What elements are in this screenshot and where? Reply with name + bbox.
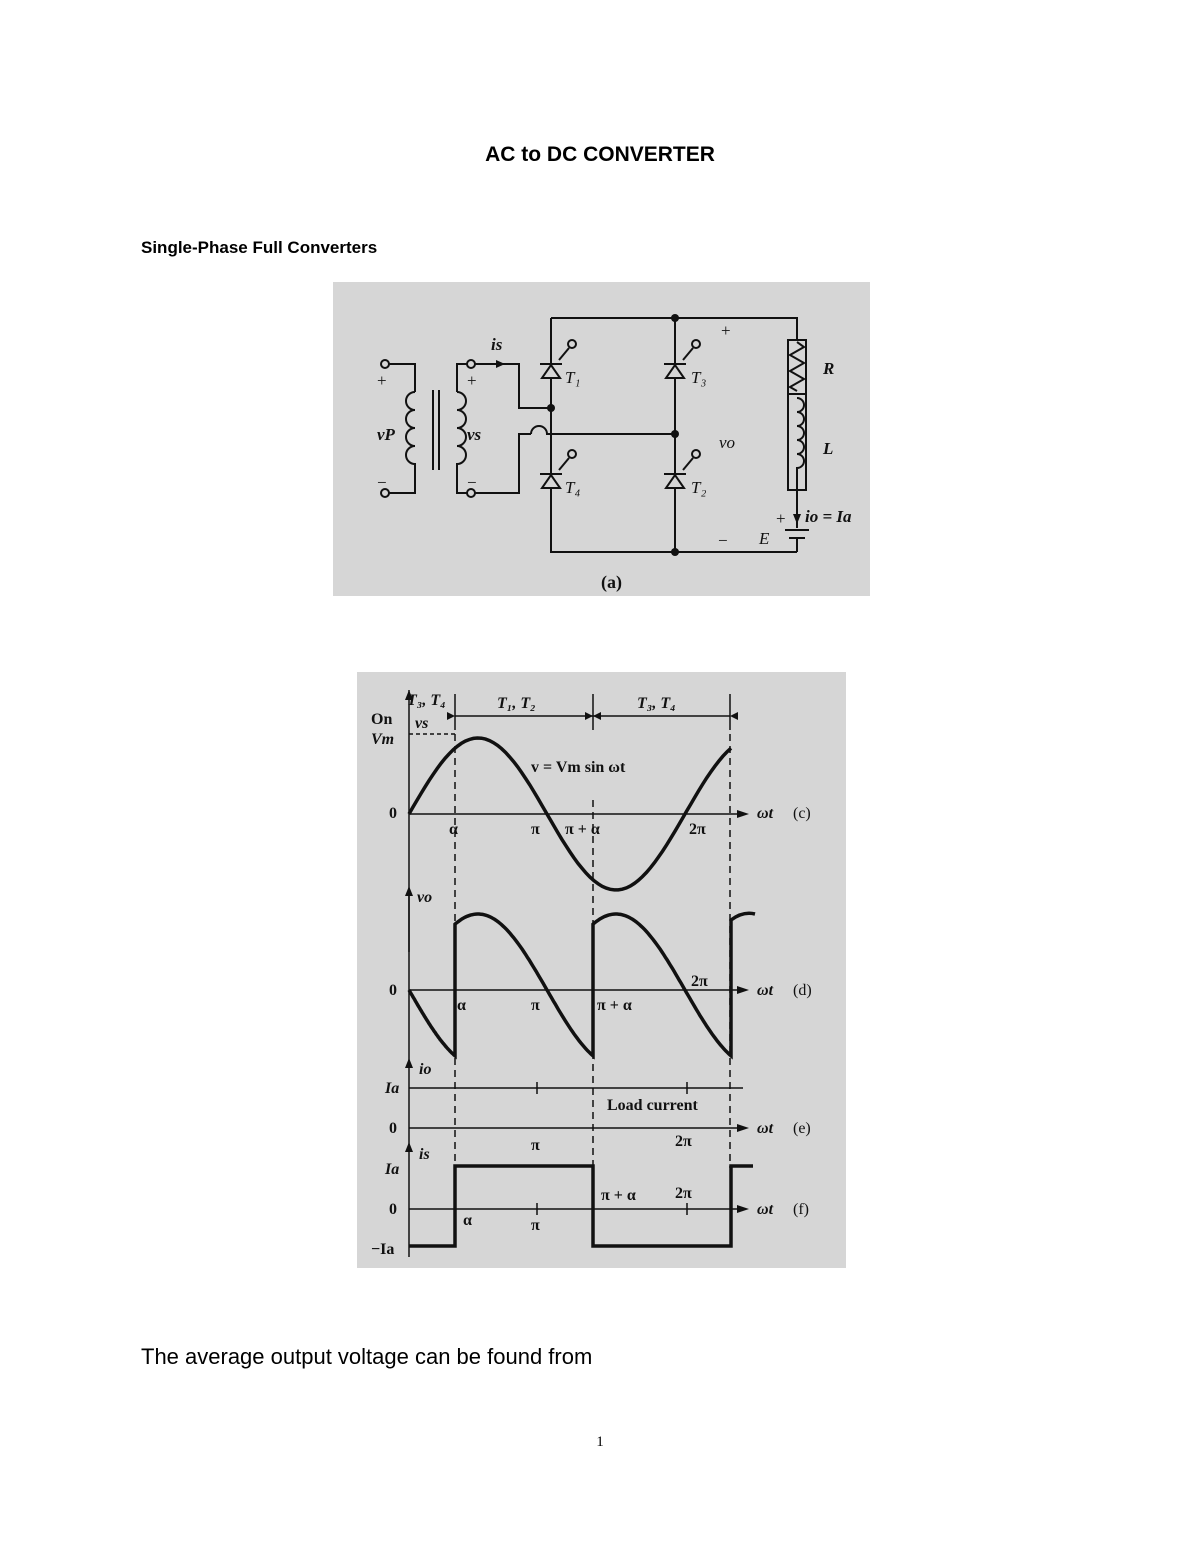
panel-e-annotation: Load current (607, 1097, 698, 1114)
panel-f-level: Ia (384, 1161, 399, 1178)
thyristor-t3-symbol (664, 363, 686, 379)
panel-d-tick-pi: π (531, 997, 540, 1014)
primary-bottom-wire (389, 467, 416, 494)
panel-c-id: (c) (793, 805, 811, 822)
secondary-plus: + (467, 371, 477, 390)
secondary-top-terminal (466, 359, 476, 369)
supply-voltage-trace (407, 736, 733, 892)
panel-f-axis-label: ωt (757, 1201, 774, 1218)
inductor-label: L (822, 439, 833, 458)
panel-e-level: Ia (384, 1080, 399, 1097)
inductor-box (787, 393, 807, 491)
secondary-voltage-label: vs (467, 425, 482, 444)
panel-f-id: (f) (793, 1201, 809, 1218)
page-title: AC to DC CONVERTER (485, 143, 715, 166)
node-left-mid (547, 404, 555, 412)
top-rail (551, 317, 798, 340)
page-number: 1 (596, 1434, 604, 1450)
circuit-caption: (a) (601, 572, 622, 593)
panel-c-tick-alpha: α (449, 821, 458, 838)
battery-label: E (758, 529, 770, 548)
panel-f-zero: 0 (389, 1201, 397, 1218)
panel-d-zero: 0 (389, 982, 397, 999)
panel-c-zero: 0 (389, 805, 397, 822)
waveform-diagram: T₃, T₄ T₁, T₂ T₃, T₄ On vs Vm v = Vm sin… (371, 690, 812, 1258)
panel-d-tick-alpha: α (457, 997, 466, 1014)
source-current-label: is (491, 335, 503, 354)
circuit-diagram: T₁ T₃ T₄ T₂ + − vP + − vs is + − vo R L … (377, 314, 852, 593)
panel-d-id: (d) (793, 982, 812, 999)
thyristor-t3-label: T₃ (691, 368, 706, 387)
panel-c-axis-label: ωt (757, 805, 774, 822)
resistor-zigzag (787, 341, 807, 392)
panel-c-tick-2pi: 2π (689, 821, 706, 838)
crossover-wire (530, 425, 675, 435)
source-bottom-wire (475, 433, 531, 494)
panel-f-tick-alpha: α (463, 1212, 472, 1229)
section-heading: Single-Phase Full Converters (141, 238, 378, 257)
primary-minus: − (377, 473, 387, 492)
primary-winding (405, 391, 416, 467)
circuit-diagram-figure: T₁ T₃ T₄ T₂ + − vP + − vs is + − vo R L … (333, 282, 870, 596)
secondary-minus: − (467, 473, 477, 492)
panel-d-tick-pi-alpha: π + α (597, 997, 632, 1014)
primary-top-wire (389, 363, 416, 392)
secondary-winding (456, 391, 467, 467)
panel-e-id: (e) (793, 1120, 811, 1137)
output-voltage-label: vo (719, 433, 735, 452)
panel-f-neg-level: −Ia (371, 1241, 394, 1258)
thyristor-t2-label: T₂ (691, 478, 706, 497)
output-plus: + (721, 321, 731, 340)
thyristor-t4-label: T₄ (565, 478, 580, 497)
panel-d-ylabel: vo (417, 889, 432, 906)
panel-d-axis-label: ωt (757, 982, 774, 999)
inductor-coil (796, 397, 805, 490)
resistor-label: R (822, 359, 834, 378)
io-arrow (793, 514, 801, 524)
equation-label: v = Vm sin ωt (531, 759, 626, 776)
load-current-label: io = Ia (805, 507, 852, 526)
primary-plus: + (377, 371, 387, 390)
thyristor-t2-symbol (664, 473, 686, 489)
vm-label: Vm (371, 731, 394, 748)
thyristor-t1-label: T₁ (565, 368, 580, 387)
primary-top-terminal (380, 359, 390, 369)
source-current-trace (409, 1164, 753, 1248)
on-label: On (371, 711, 392, 728)
waveform-figure: T₃, T₄ T₁, T₂ T₃, T₄ On vs Vm v = Vm sin… (357, 672, 846, 1268)
interval-label-1: T₃, T₄ (407, 692, 446, 709)
panel-f-ylabel: is (419, 1146, 430, 1163)
node-right-mid (671, 430, 679, 438)
body-paragraph: The average output voltage can be found … (141, 1344, 593, 1369)
panel-d-tick-2pi: 2π (691, 973, 708, 990)
panel-f-tick-pi: π (531, 1217, 540, 1234)
panel-e-axis-label: ωt (757, 1120, 774, 1137)
battery-plus: + (776, 509, 786, 528)
interval-label-3: T₃, T₄ (637, 695, 676, 712)
node-bottom (671, 548, 679, 556)
thyristor-t4-symbol (540, 473, 562, 489)
node-top (671, 314, 679, 322)
panel-f-tick-2pi: 2π (675, 1185, 692, 1202)
output-voltage-trace (407, 911, 756, 1060)
output-minus: − (718, 531, 728, 550)
panel-e-tick-pi: π (531, 1137, 540, 1154)
panel-e-tick-2pi: 2π (675, 1133, 692, 1150)
vs-label: vs (415, 715, 428, 732)
interval-label-2: T₁, T₂ (497, 695, 536, 712)
source-top-wire (475, 363, 551, 409)
panel-f-tick-pi-alpha: π + α (601, 1187, 636, 1204)
left-leg-and-bottom-rail (550, 318, 797, 553)
is-arrow (496, 360, 505, 368)
panel-e-zero: 0 (389, 1120, 397, 1137)
panel-e-ylabel: io (419, 1061, 431, 1078)
panel-c-tick-pi: π (531, 821, 540, 838)
primary-voltage-label: vP (377, 425, 396, 444)
panel-c-tick-pi-alpha: π + α (565, 821, 600, 838)
thyristor-t1-symbol (540, 363, 562, 379)
